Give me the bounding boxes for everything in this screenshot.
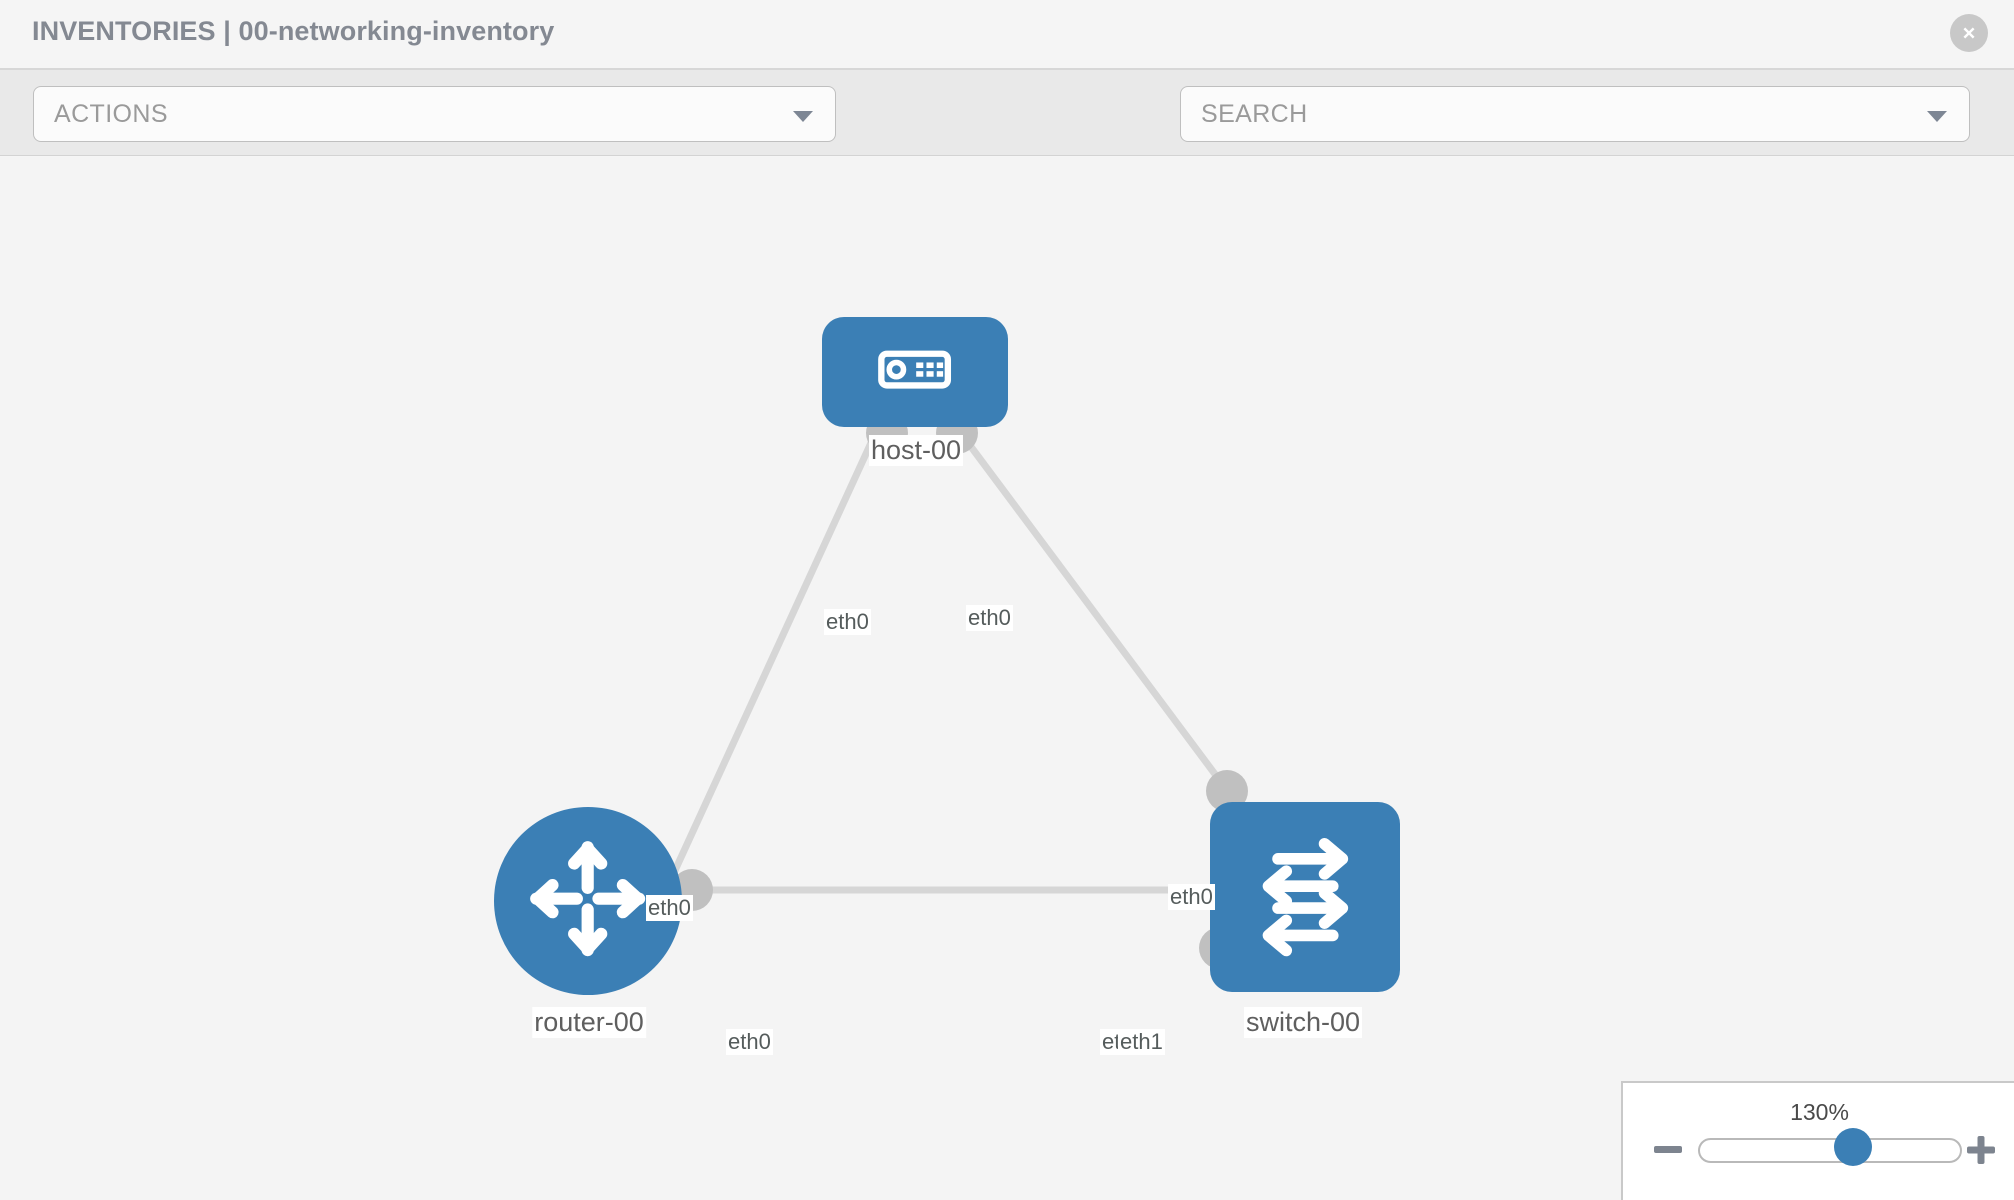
node-label-switch-00: switch-00 (1243, 1007, 1363, 1038)
zoom-in-button[interactable] (1964, 1133, 1998, 1167)
actions-dropdown[interactable]: ACTIONS (33, 86, 836, 142)
switch-arrows-icon (1237, 826, 1374, 968)
zoom-control-panel: 130% (1621, 1081, 2014, 1200)
chevron-down-icon[interactable] (1927, 111, 1947, 122)
topology-link[interactable] (668, 430, 880, 879)
zoom-out-button[interactable] (1651, 1133, 1685, 1167)
topology-canvas[interactable]: host-00 router-00 switch-00 eth0 eth0 eth0 eth… (0, 157, 2014, 1200)
interface-label: eth0 (824, 609, 871, 635)
node-label-host-00: host-00 (868, 435, 964, 466)
interface-label: eth0 (726, 1029, 773, 1055)
actions-dropdown-label: ACTIONS (54, 100, 168, 128)
node-shape-host-00[interactable] (822, 317, 1008, 427)
chevron-down-icon (793, 111, 813, 122)
router-arrows-icon (520, 831, 655, 971)
topology-link[interactable] (957, 429, 1235, 800)
zoom-slider-track[interactable] (1698, 1138, 1962, 1163)
search-placeholder: SEARCH (1201, 100, 1308, 128)
node-label-router-00: router-00 (532, 1007, 646, 1038)
interface-label: eth1 (1118, 1029, 1165, 1055)
zoom-level-label: 130% (1790, 1099, 1849, 1125)
interface-label: eth0 (1168, 884, 1215, 910)
topology-links-layer (668, 429, 1235, 894)
node-shape-switch-00[interactable] (1210, 802, 1400, 992)
interface-label: eth0 (966, 605, 1013, 631)
search-input[interactable]: SEARCH (1180, 86, 1970, 142)
zoom-slider-thumb[interactable] (1833, 1128, 1872, 1166)
page-header: INVENTORIES | 00-networking-inventory (0, 0, 2014, 70)
toolbar: ACTIONS SEARCH (0, 70, 2014, 205)
close-icon[interactable] (1950, 14, 1988, 52)
server-appliance-icon (875, 330, 954, 414)
interface-label: eth0 (646, 895, 693, 921)
page-title: INVENTORIES | 00-networking-inventory (32, 16, 555, 46)
